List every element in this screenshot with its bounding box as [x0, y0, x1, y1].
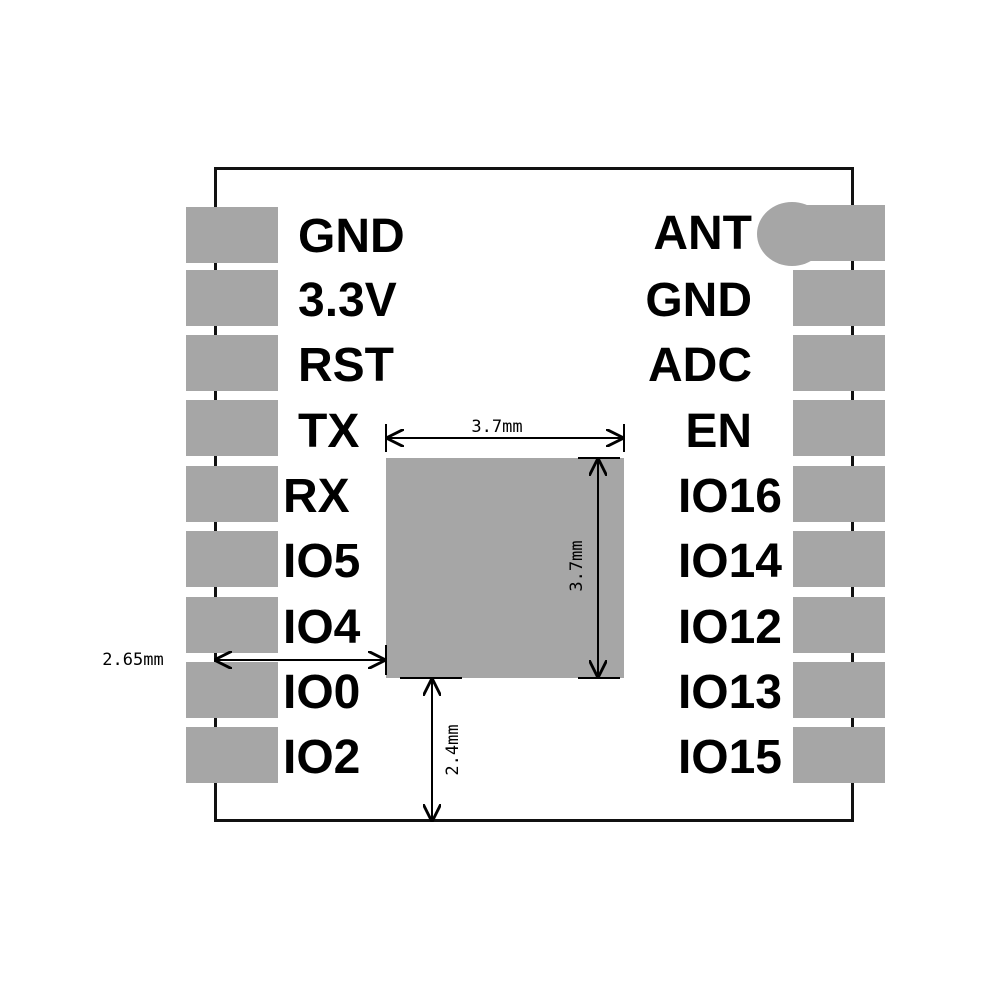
- right-pad-3: [793, 335, 885, 391]
- right-pad-6: [793, 531, 885, 587]
- pin-label-io16: IO16: [677, 470, 782, 523]
- left-pad-9: [186, 727, 278, 783]
- pin-label-io5: IO5: [283, 535, 361, 588]
- left-pad-8: [186, 662, 278, 718]
- pin-label-gnd: GND: [298, 210, 405, 263]
- left-pad-3: [186, 335, 278, 391]
- chip-body: [386, 458, 624, 678]
- left-pad-6: [186, 531, 278, 587]
- pin-label-gnd-right: GND: [645, 274, 752, 327]
- left-pad-5: [186, 466, 278, 522]
- bottom-offset-label: 2.4mm: [443, 724, 463, 775]
- height-dimension-label: 3.7mm: [567, 540, 587, 591]
- pin-label-io13: IO13: [677, 666, 782, 719]
- width-dimension-label: 3.7mm: [471, 417, 522, 437]
- pin-label-io0: IO0: [283, 666, 361, 719]
- left-offset-label: 2.65mm: [102, 650, 163, 670]
- pin-label-adc: ADC: [648, 339, 752, 392]
- pin-label-io2: IO2: [283, 731, 361, 784]
- right-pad-8: [793, 662, 885, 718]
- right-pad-4: [793, 400, 885, 456]
- left-pad-2: [186, 270, 278, 326]
- right-pad-5: [793, 466, 885, 522]
- right-pad-9: [793, 727, 885, 783]
- pin-label-ant: ANT: [653, 207, 752, 260]
- pin-label-rx: RX: [283, 470, 350, 523]
- left-pad-4: [186, 400, 278, 456]
- pin-label-3v3: 3.3V: [298, 274, 397, 327]
- left-pad-1: [186, 207, 278, 263]
- antenna-dot: [757, 202, 827, 266]
- pin-label-tx: TX: [298, 405, 360, 458]
- pin-label-io4: IO4: [283, 601, 361, 654]
- pin-label-io15: IO15: [677, 731, 782, 784]
- pin-label-rst: RST: [298, 339, 394, 392]
- pin-label-en: EN: [685, 405, 752, 458]
- pin-label-io12: IO12: [677, 601, 782, 654]
- pin-label-io14: IO14: [677, 535, 782, 588]
- left-pad-7: [186, 597, 278, 653]
- right-pad-7: [793, 597, 885, 653]
- right-pad-2: [793, 270, 885, 326]
